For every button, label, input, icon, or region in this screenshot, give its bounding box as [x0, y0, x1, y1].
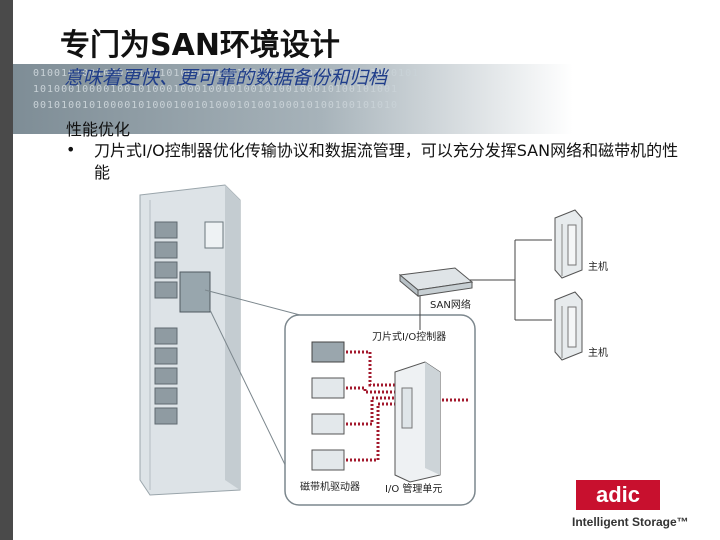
adic-logo: adic: [576, 480, 660, 510]
binary-row: 1010001000010010100010001001010010100100…: [33, 84, 399, 95]
library-small-module: [204, 221, 224, 249]
drives-label: 磁带机驱动器: [300, 482, 360, 493]
host-server-bottom: [554, 291, 583, 361]
page-title: 专门为SAN环境设计: [60, 28, 340, 63]
binary-background-band: 0100101001000101001010001010010001011100…: [13, 64, 573, 134]
controller-label: 刀片式I/O控制器: [372, 332, 447, 343]
left-accent-bar: [0, 0, 13, 540]
san-switch: [398, 267, 474, 298]
library-io-blade: [179, 271, 211, 313]
bullet-marker: •: [66, 140, 76, 159]
san-label: SAN网络: [430, 300, 471, 311]
tape-drives: [311, 341, 345, 471]
host-label-top: 主机: [588, 262, 608, 273]
host-server-top: [554, 209, 583, 279]
drive-cables: [346, 350, 470, 462]
logo-tagline: Intelligent Storage™: [572, 515, 689, 529]
tape-library-cabinet: [139, 184, 241, 496]
library-drive-slots: [154, 221, 178, 425]
binary-row: 0010100101000010100010010100010100100010…: [33, 100, 399, 111]
tape-drive-active: [311, 341, 345, 363]
io-management-unit: [394, 361, 441, 483]
section-heading: 性能优化: [66, 120, 131, 139]
page-subtitle: 意味着更快、更可靠的数据备份和归档: [64, 67, 388, 89]
io-unit-label: I/O 管理单元: [385, 484, 443, 495]
host-label-bottom: 主机: [588, 348, 608, 359]
bullet-text: 刀片式I/O控制器优化传输协议和数据流管理，可以充分发挥SAN网络和磁带机的性能: [94, 141, 679, 182]
san-network-links: [419, 239, 552, 330]
binary-row: 0100101001000101001010001010010001011100…: [33, 68, 420, 79]
